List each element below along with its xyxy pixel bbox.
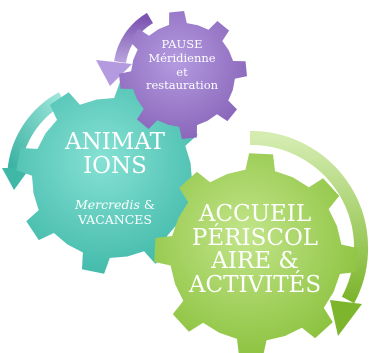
animations-gear [16,82,208,274]
green-cycle-arrow [249,130,369,336]
purple-cycle-arrow [96,12,154,86]
animations-title-line-2: IONS [83,153,147,180]
animations-title-line-1: ANIMAT [64,129,166,155]
gear-green-shape [154,153,358,353]
pause-gear-label: PAUSE Méridienne et restauration [136,37,228,93]
gear-purple-shape [119,11,247,139]
pause-gear [119,11,247,139]
pause-line-2: Méridienne [148,50,216,65]
gear-teal-shape [16,82,208,274]
animations-gear-subtitle: Mercredis & VACANCES [48,197,182,227]
accueil-line-3: AIRE & [211,248,299,275]
pause-line-1: PAUSE [161,37,203,51]
accueil-line-1: ACCUEIL [198,201,312,227]
accueil-line-2: PÉRISCOL [191,224,319,251]
accueil-gear [154,153,358,353]
animations-gear-title: ANIMAT IONS [50,130,180,178]
animations-sub-vacances: VACANCES [78,212,152,227]
pause-line-3: et [176,64,188,79]
accueil-line-4: ACTIVITÉS [188,272,322,299]
animations-sub-amp: & [139,197,156,212]
accueil-gear-label: ACCUEIL PÉRISCOL AIRE & ACTIVITÉS [184,201,326,299]
pause-line-4: restauration [145,78,219,93]
animations-sub-mercredis: Mercredis [74,197,140,212]
